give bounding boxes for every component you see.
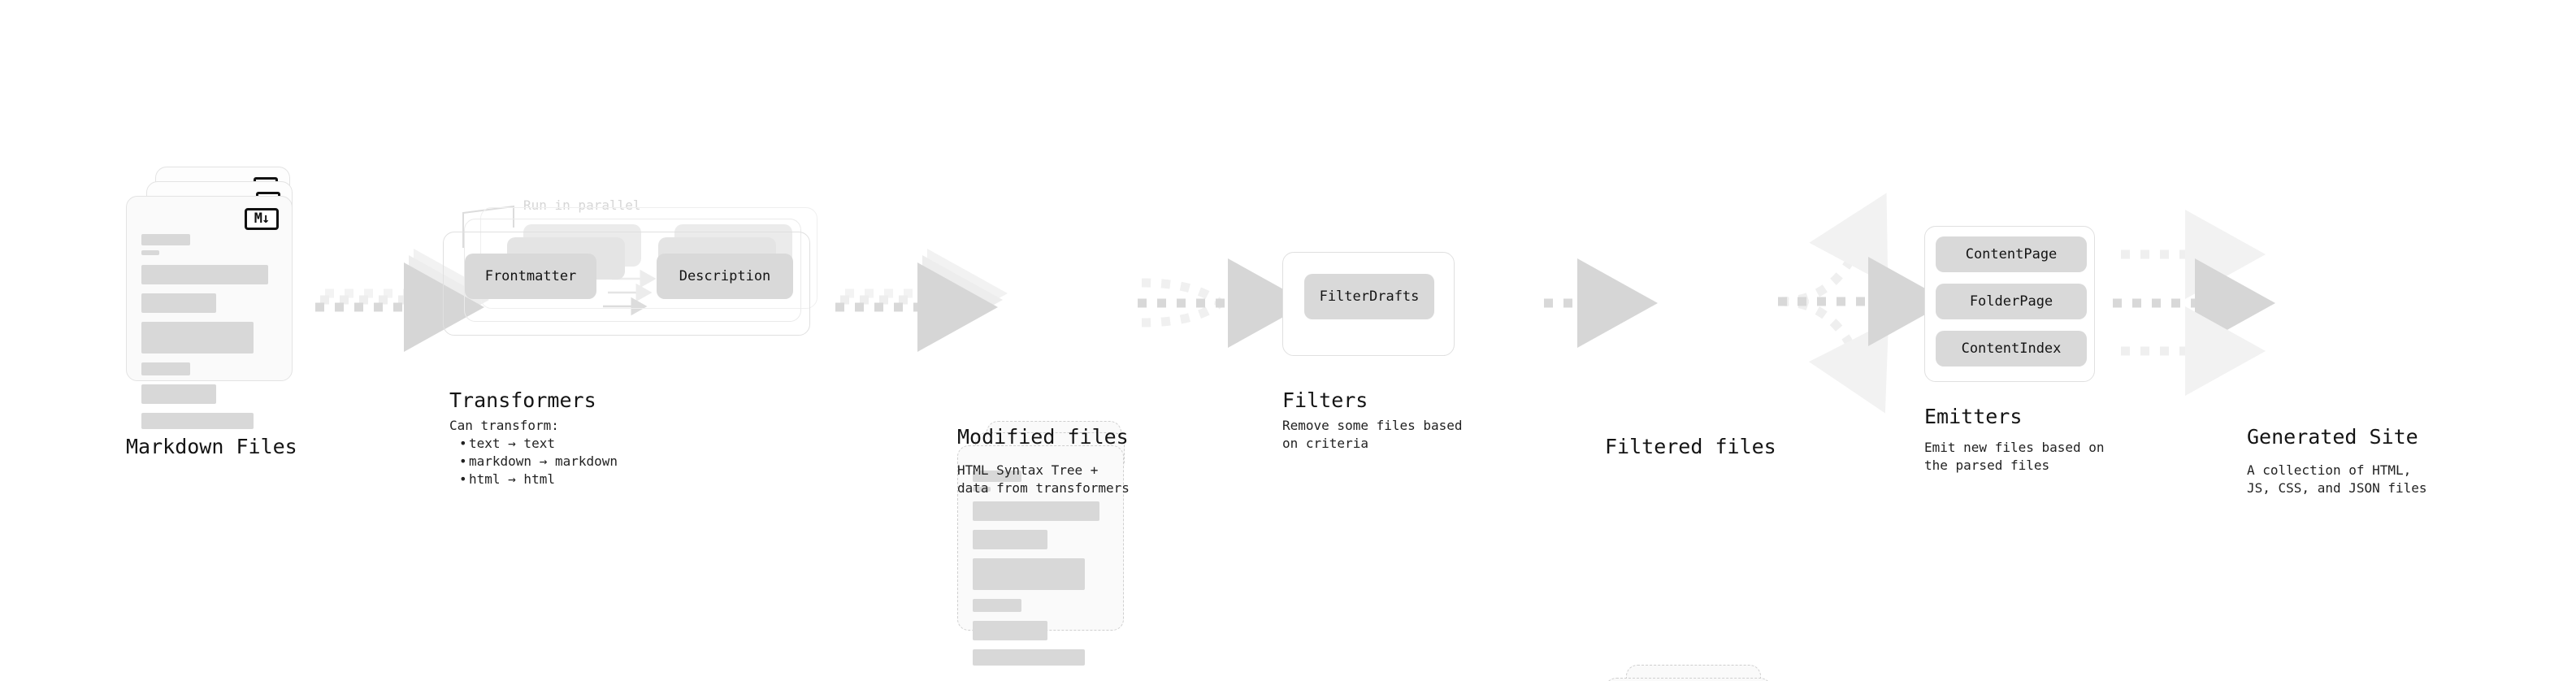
skeleton-bar bbox=[141, 265, 268, 284]
markdown-badge-front: M↓ bbox=[245, 208, 279, 230]
list-item: text → text bbox=[459, 435, 618, 453]
skeleton-bar bbox=[973, 530, 1047, 549]
skeleton-bar bbox=[141, 293, 216, 313]
stage-markdown-files: M↓ M↓ M↓ bbox=[126, 167, 313, 429]
filters-subtitle: Remove some files based on criteria bbox=[1282, 418, 1463, 451]
transformer-pill-frontmatter[interactable]: Frontmatter bbox=[465, 254, 596, 299]
modified-files-title: Modified files bbox=[957, 425, 1129, 449]
emitter-pill-contentpage[interactable]: ContentPage bbox=[1936, 236, 2087, 272]
stage-filtered-files bbox=[1605, 665, 1792, 681]
emitter-pill-folderpage[interactable]: FolderPage bbox=[1936, 284, 2087, 319]
emitters-title: Emitters bbox=[1924, 405, 2023, 428]
generated-site-subtitle: A collection of HTML, JS, CSS, and JSON … bbox=[2247, 462, 2427, 496]
filters-box[interactable]: FilterDrafts bbox=[1282, 252, 1455, 356]
skeleton-bar bbox=[141, 362, 190, 375]
arrow-transformers-to-modified bbox=[835, 249, 1008, 352]
skeleton-bar bbox=[141, 384, 216, 404]
modified-card-skeleton bbox=[973, 471, 1108, 674]
transformers-note-heading: Can transform: bbox=[449, 418, 559, 433]
stage-modified-files bbox=[957, 421, 1144, 666]
filtered-card-front[interactable] bbox=[1605, 678, 1772, 681]
transformers-transform-list: text → text markdown → markdown html → h… bbox=[449, 435, 618, 488]
arrow-filtered-to-emitters bbox=[1778, 193, 1949, 414]
transformer-box-front[interactable]: Frontmatter Description bbox=[443, 232, 810, 336]
transformer-pill-description[interactable]: Description bbox=[657, 254, 793, 299]
emitter-pill-contentindex[interactable]: ContentIndex bbox=[1936, 331, 2087, 367]
skeleton-bar bbox=[973, 501, 1099, 521]
modified-files-subtitle: HTML Syntax Tree + data from transformer… bbox=[957, 462, 1130, 496]
skeleton-bar bbox=[141, 413, 254, 429]
skeleton-bar bbox=[973, 649, 1085, 666]
modified-card-front[interactable] bbox=[957, 445, 1124, 666]
generated-site-title: Generated Site bbox=[2247, 425, 2418, 449]
skeleton-bar bbox=[973, 621, 1047, 640]
skeleton-bar bbox=[973, 558, 1085, 590]
skeleton-bar bbox=[973, 487, 991, 492]
arrow-markdown-to-transformers bbox=[315, 249, 494, 352]
emitters-subtitle: Emit new files based on the parsed files bbox=[1924, 440, 2105, 473]
skeleton-bar bbox=[141, 234, 190, 245]
skeleton-bar bbox=[973, 471, 1021, 482]
transformers-title: Transformers bbox=[449, 388, 596, 412]
markdown-files-title: Markdown Files bbox=[126, 435, 297, 458]
filtered-card-back bbox=[1626, 665, 1761, 681]
stage-emitters: ContentPage FolderPage ContentIndex bbox=[1924, 226, 2103, 388]
arrow-emitters-to-generated bbox=[2113, 210, 2275, 396]
list-item: markdown → markdown bbox=[459, 453, 618, 471]
filtered-files-title: Filtered files bbox=[1605, 435, 1776, 458]
stage-filters: FilterDrafts bbox=[1282, 252, 1457, 358]
skeleton-bar bbox=[141, 250, 159, 255]
emitters-box[interactable]: ContentPage FolderPage ContentIndex bbox=[1924, 226, 2095, 382]
skeleton-bar bbox=[141, 322, 254, 354]
list-item: html → html bbox=[459, 471, 618, 488]
filter-pill-filterdrafts[interactable]: FilterDrafts bbox=[1304, 274, 1434, 319]
markdown-card-skeleton bbox=[141, 234, 277, 438]
run-in-parallel-label: Run in parallel bbox=[523, 197, 641, 213]
filters-title: Filters bbox=[1282, 388, 1368, 412]
skeleton-bar bbox=[973, 599, 1021, 612]
markdown-card-front[interactable]: M↓ bbox=[126, 196, 293, 429]
stage-transformers: Frontmatter Description Frontmatter Desc… bbox=[443, 207, 833, 336]
arrow-modified-to-filters bbox=[1138, 258, 1308, 348]
